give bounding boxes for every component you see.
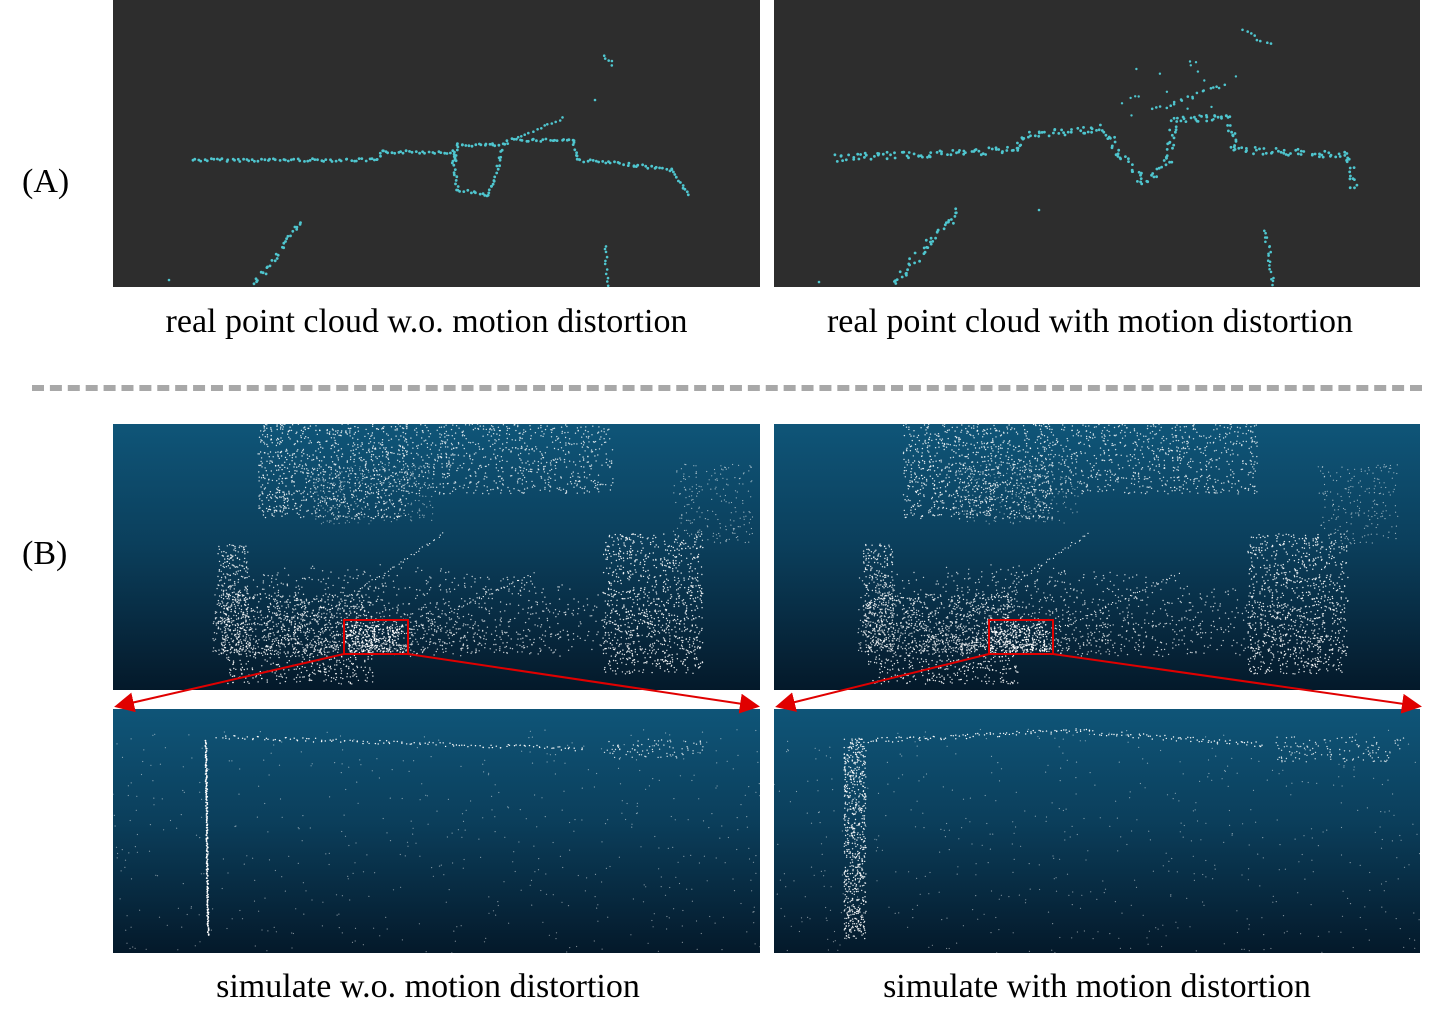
real-pointcloud-no-distortion-points [167,54,690,287]
sim-zoom-no-distortion-panel [113,709,760,953]
section-divider [32,385,1422,391]
row-label-a: (A) [22,163,70,200]
caption-sim-no-distortion: simulate w.o. motion distortion [216,968,640,1005]
sim-overview-with-distortion-points [857,424,1399,685]
sim-overview-no-distortion-points [212,424,754,685]
zoom-region-box [988,619,1054,655]
caption-real-with-distortion: real point cloud with motion distortion [826,303,1353,340]
sim-overview-with-distortion-panel [774,424,1420,690]
sim-zoom-with-distortion-points [774,728,1420,953]
caption-real-no-distortion: real point cloud w.o. motion distortion [165,303,688,340]
real-pointcloud-no-distortion-panel [113,0,760,287]
caption-sim-with-distortion: simulate with motion distortion [883,968,1311,1005]
sim-zoom-no-distortion-points [113,729,760,953]
real-pointcloud-with-distortion-panel [774,0,1420,287]
row-label-b: (B) [22,535,68,572]
real-pointcloud-with-distortion-points [817,28,1359,287]
sim-zoom-with-distortion-panel [774,709,1420,953]
sim-overview-no-distortion-panel [113,424,760,690]
zoom-region-box [343,619,409,655]
